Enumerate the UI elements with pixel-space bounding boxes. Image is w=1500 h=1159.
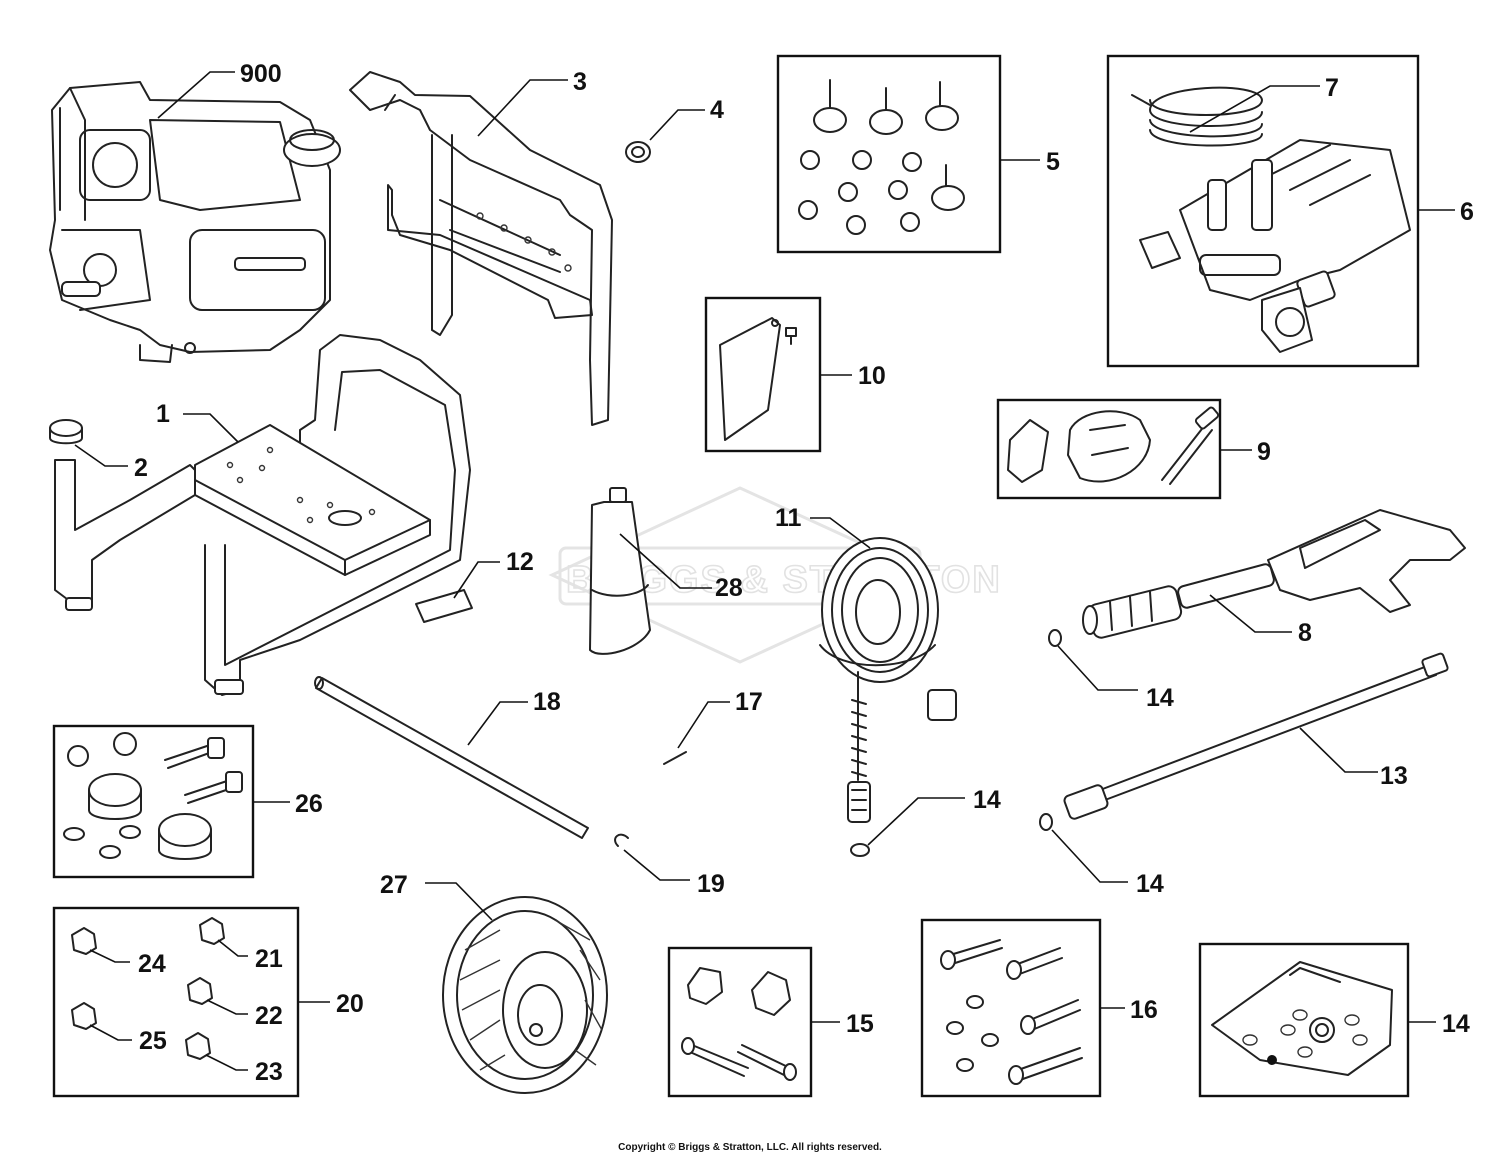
callout-5: 5 <box>1046 148 1060 176</box>
leader-25 <box>89 1024 132 1041</box>
leader-24 <box>89 949 130 963</box>
leader-900 <box>157 71 235 119</box>
callout-24: 24 <box>138 950 166 978</box>
engine-part[interactable] <box>49 81 341 363</box>
callout-14b: 14 <box>973 786 1001 814</box>
oil-bottle-part[interactable] <box>589 487 651 655</box>
callout-900: 900 <box>240 60 282 88</box>
tube-cap-part[interactable] <box>49 419 83 445</box>
callout-9: 9 <box>1257 438 1271 466</box>
callout-27: 27 <box>380 871 408 899</box>
leader-7 <box>1189 85 1320 133</box>
callout-19: 19 <box>697 870 725 898</box>
callout-8: 8 <box>1298 619 1312 647</box>
leader-18 <box>467 701 528 746</box>
callout-11: 11 <box>775 504 802 532</box>
leader-14b <box>867 797 965 846</box>
handle-part[interactable] <box>349 71 613 426</box>
leader-14c <box>1051 829 1128 883</box>
leader-2 <box>74 444 128 467</box>
copyright-notice: Copyright © Briggs & Stratton, LLC. All … <box>618 1142 882 1153</box>
callout-25: 25 <box>139 1027 167 1055</box>
nozzle-set-part[interactable] <box>71 917 225 1060</box>
high-pressure-hose-part[interactable] <box>819 537 957 823</box>
callout-10: 10 <box>858 362 886 390</box>
callout-18: 18 <box>533 688 561 716</box>
leader-19 <box>623 849 690 881</box>
knob-bolt-kit-part[interactable] <box>681 967 797 1081</box>
leader-3 <box>477 79 568 137</box>
callout-12: 12 <box>506 548 534 576</box>
callout-3: 3 <box>573 68 587 96</box>
leader-22 <box>206 999 248 1015</box>
leader-1 <box>183 413 239 443</box>
seal-repair-kit-part[interactable] <box>1211 961 1393 1076</box>
o-ring-part-a[interactable] <box>1048 629 1062 647</box>
callout-17: 17 <box>735 688 763 716</box>
leader-12 <box>453 561 500 599</box>
callout-15: 15 <box>846 1010 874 1038</box>
washer-part-b[interactable] <box>850 843 870 857</box>
callout-4: 4 <box>710 96 724 124</box>
leader-14a <box>1057 645 1138 691</box>
callout-13: 13 <box>1380 762 1408 790</box>
callout-16: 16 <box>1130 996 1158 1024</box>
callout-6: 6 <box>1460 198 1474 226</box>
leader-27 <box>425 882 493 921</box>
callout-14d: 14 <box>1442 1010 1470 1038</box>
leader-23 <box>205 1054 248 1071</box>
kit-box-9 <box>996 398 1222 500</box>
kit-box-5 <box>776 54 1002 254</box>
leader-21 <box>217 939 248 957</box>
label-part[interactable] <box>415 589 473 623</box>
pin-part[interactable] <box>663 751 687 765</box>
clamp-kit-part[interactable] <box>1007 406 1220 485</box>
callout-26: 26 <box>295 790 323 818</box>
wheel-part[interactable] <box>442 896 608 1094</box>
leader-13 <box>1299 727 1378 773</box>
retaining-clip-part[interactable] <box>614 833 629 847</box>
callout-23: 23 <box>255 1058 283 1086</box>
leader-11 <box>810 517 871 549</box>
callout-28: 28 <box>715 574 743 602</box>
callout-20: 20 <box>336 990 364 1018</box>
mounting-hardware-part[interactable] <box>63 732 243 860</box>
callout-22: 22 <box>255 1002 283 1030</box>
spray-wand-part[interactable] <box>1039 652 1449 831</box>
callout-14a: 14 <box>1146 684 1174 712</box>
callout-1: 1 <box>156 400 170 428</box>
callout-7: 7 <box>1325 74 1339 102</box>
leader-17 <box>677 701 730 749</box>
frame-part[interactable] <box>54 334 471 696</box>
screw-washer-kit-part[interactable] <box>940 939 1083 1085</box>
vibration-mounts-part[interactable] <box>798 79 965 235</box>
leader-8 <box>1209 594 1292 633</box>
pump-part[interactable] <box>1131 86 1411 353</box>
grommet-part[interactable] <box>625 141 651 163</box>
leader-28 <box>619 533 712 589</box>
callout-21: 21 <box>255 945 283 973</box>
kit-box-6 <box>1106 54 1420 368</box>
panel-part[interactable] <box>719 317 797 441</box>
kit-box-14 <box>1198 942 1410 1098</box>
axle-part[interactable] <box>314 676 589 839</box>
callout-14c: 14 <box>1136 870 1164 898</box>
leader-4 <box>649 109 705 141</box>
spray-gun-part[interactable] <box>1082 509 1466 639</box>
callout-2: 2 <box>134 454 148 482</box>
